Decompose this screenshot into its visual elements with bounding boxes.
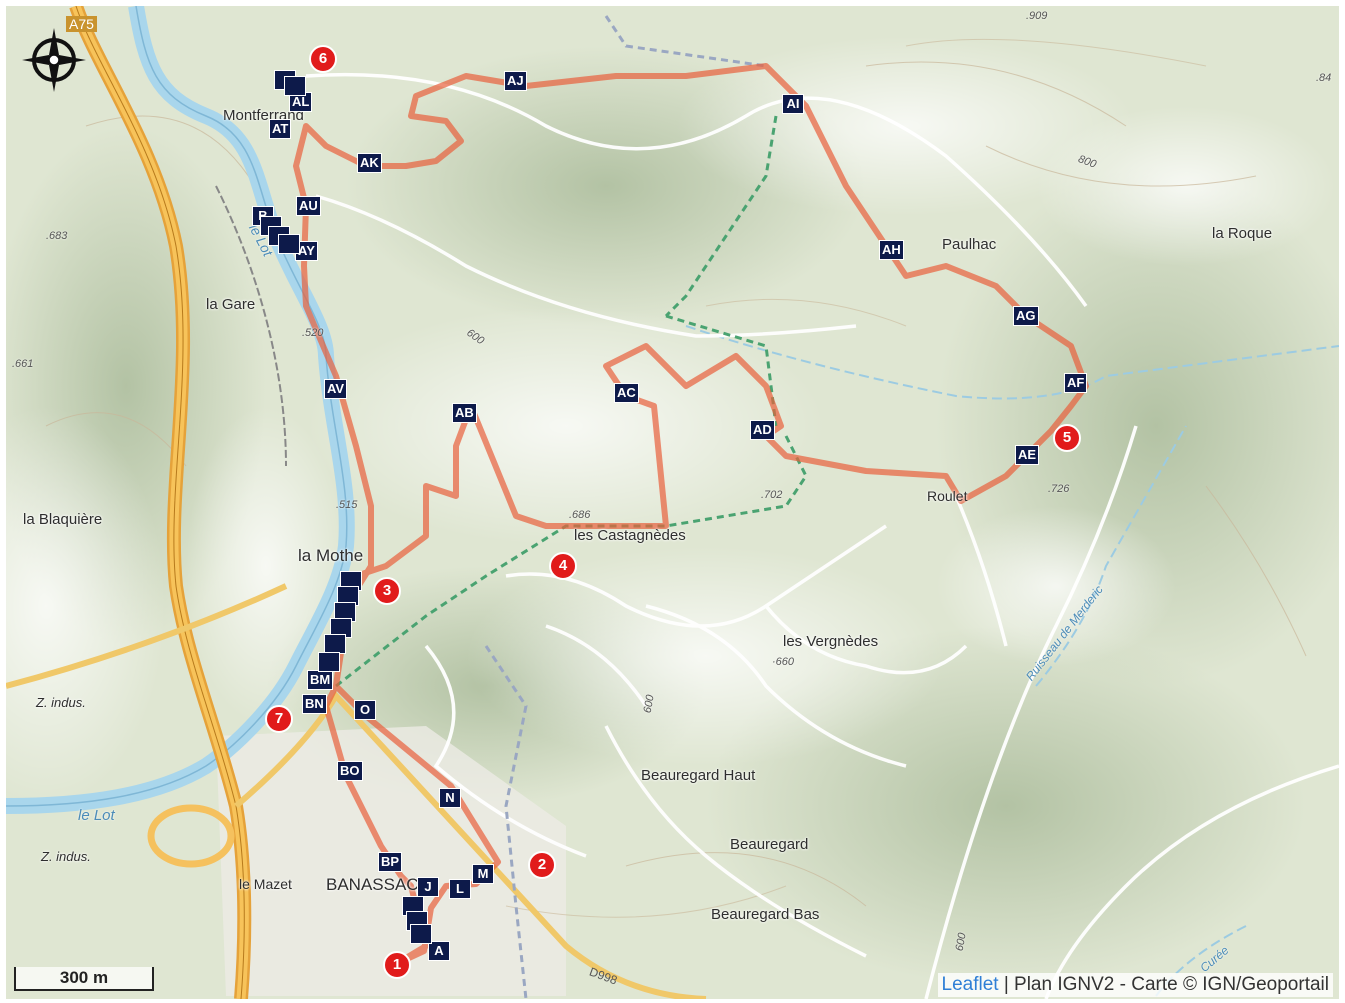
waypoint-marker[interactable]: AC: [614, 383, 639, 403]
waypoint-marker[interactable]: BN: [302, 694, 327, 714]
place-z-indus: Z. indus.: [36, 695, 86, 710]
waypoint-marker[interactable]: N: [439, 788, 461, 808]
waypoint-marker[interactable]: A: [428, 941, 450, 961]
waypoint-marker[interactable]: L: [449, 879, 471, 899]
numbered-marker[interactable]: 6: [309, 45, 337, 73]
waypoint-marker[interactable]: AI: [782, 94, 804, 114]
place-le-mazet: le Mazet: [239, 876, 292, 892]
numbered-marker[interactable]: 7: [265, 705, 293, 733]
place-la-roque: la Roque: [1212, 225, 1273, 242]
compass-rose-icon: [22, 28, 86, 92]
route-track: [293, 63, 1089, 967]
altitude-label: .683: [46, 230, 68, 242]
waypoint-marker[interactable]: BO: [337, 761, 363, 781]
numbered-marker[interactable]: 5: [1053, 424, 1081, 452]
waypoint-marker-cluster[interactable]: [278, 234, 300, 254]
place-paulhac: Paulhac: [942, 236, 997, 253]
numbered-marker[interactable]: 3: [373, 577, 401, 605]
numbered-marker[interactable]: 2: [528, 851, 556, 879]
place-la-mothe: la Mothe: [298, 546, 364, 565]
altitude-label: .515: [336, 499, 358, 511]
altitude-label: .84: [1316, 72, 1332, 84]
scale-bar: 300 m: [14, 967, 154, 991]
waypoint-marker[interactable]: M: [472, 864, 494, 884]
waypoint-marker[interactable]: BP: [378, 852, 403, 872]
waypoint-marker[interactable]: AJ: [504, 71, 527, 91]
map-attribution: Leaflet | Plan IGNV2 - Carte © IGN/Geopo…: [937, 973, 1333, 997]
numbered-marker[interactable]: 4: [549, 552, 577, 580]
altitude-label: .702: [761, 489, 783, 501]
place-les-castagnedes: les Castagnèdes: [574, 527, 686, 544]
place-beauregard: Beauregard: [730, 836, 809, 853]
waypoint-marker[interactable]: AG: [1013, 306, 1039, 326]
attribution-text: | Plan IGNV2 - Carte © IGN/Geoportail: [998, 974, 1329, 995]
waypoint-marker[interactable]: J: [417, 877, 439, 897]
place-beauregard-haut: Beauregard Haut: [641, 767, 756, 784]
waypoint-marker-cluster[interactable]: [324, 634, 346, 654]
place-roulet: Roulet: [927, 488, 968, 504]
altitude-label: .661: [12, 358, 34, 370]
waypoint-marker[interactable]: AK: [357, 153, 382, 173]
waypoint-marker[interactable]: AY: [295, 241, 318, 261]
water-le-lot: le Lot: [78, 807, 115, 824]
road-ref-a75: A75: [66, 16, 97, 32]
altitude-label: .726: [1048, 483, 1070, 495]
map-viewport[interactable]: Montferrand la Gare la Blaquière la Moth…: [6, 6, 1339, 999]
altitude-label: .520: [302, 327, 324, 339]
altitude-label: .686: [569, 509, 591, 521]
place-z-indus: Z. indus.: [41, 849, 91, 864]
numbered-marker[interactable]: 1: [383, 951, 411, 979]
waypoint-marker[interactable]: O: [354, 700, 376, 720]
map-base-layer: [6, 6, 1339, 999]
waypoint-marker[interactable]: AE: [1015, 445, 1040, 465]
place-les-vergnedes: les Vergnèdes: [783, 633, 879, 650]
altitude-label: .909: [1026, 10, 1048, 22]
waypoint-marker[interactable]: AH: [879, 240, 904, 260]
waypoint-marker[interactable]: AT: [269, 119, 292, 139]
place-banassac: BANASSAC: [326, 875, 419, 894]
waypoint-marker[interactable]: AB: [452, 403, 477, 423]
waypoint-marker[interactable]: AL: [289, 92, 313, 112]
place-la-gare: la Gare: [206, 296, 256, 313]
waypoint-marker[interactable]: AD: [750, 420, 775, 440]
waypoint-marker-cluster[interactable]: [410, 924, 432, 944]
waypoint-marker[interactable]: BM: [307, 670, 334, 690]
place-la-blaquiere: la Blaquière: [23, 511, 103, 528]
waypoint-marker[interactable]: AU: [296, 196, 321, 216]
waypoint-marker[interactable]: AV: [324, 379, 348, 399]
waypoint-marker[interactable]: AF: [1064, 373, 1088, 393]
leaflet-link[interactable]: Leaflet: [941, 974, 999, 995]
waypoint-marker-cluster[interactable]: [284, 76, 306, 96]
altitude-label: ·660: [772, 656, 795, 668]
waypoint-marker-cluster[interactable]: [318, 652, 340, 672]
place-beauregard-bas: Beauregard Bas: [711, 906, 820, 923]
